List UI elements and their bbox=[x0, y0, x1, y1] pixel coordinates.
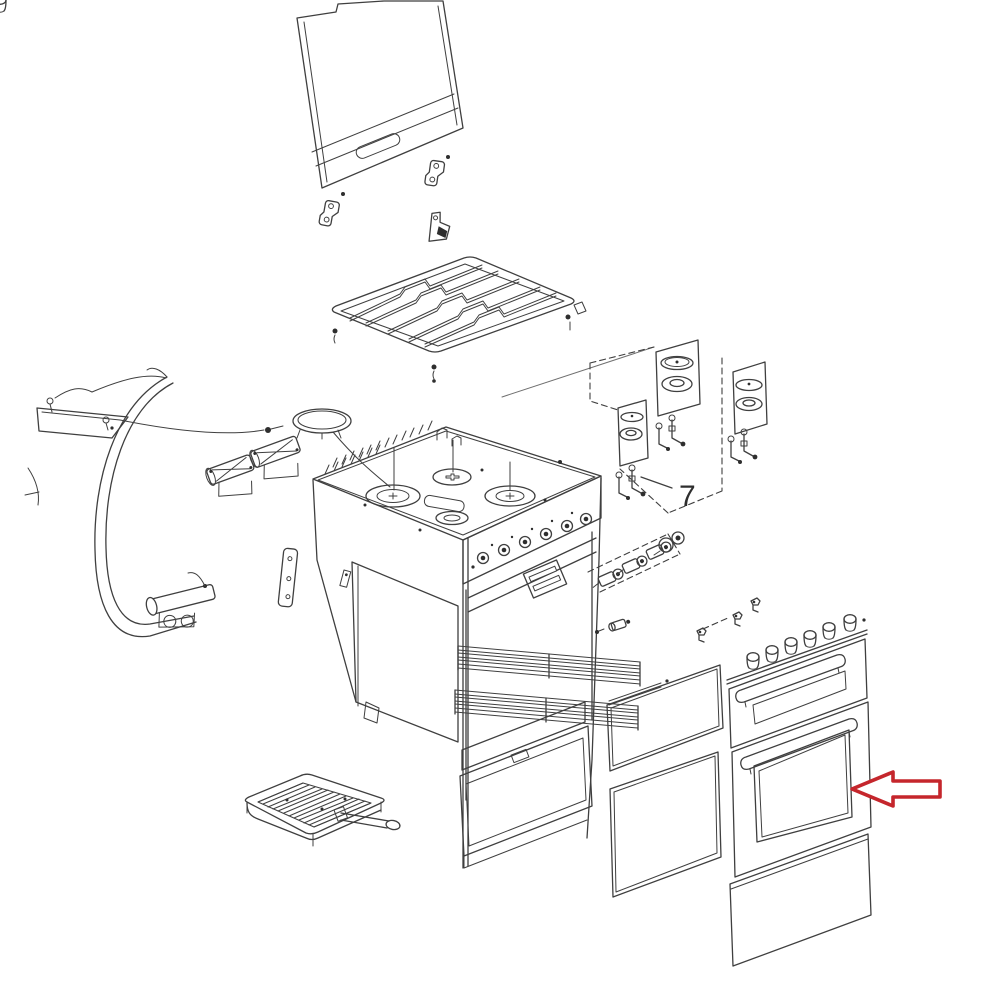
glass-lid bbox=[296, 0, 464, 196]
grill-pan-handle bbox=[333, 806, 401, 831]
pan-support-grid bbox=[331, 256, 587, 383]
oven-door bbox=[731, 701, 872, 878]
thermostat-sensor bbox=[595, 618, 631, 634]
grill-door bbox=[728, 638, 868, 749]
oven-bottom-vent bbox=[461, 701, 586, 771]
hob-burner-caps-and-heads bbox=[501, 339, 768, 514]
lid-hinges bbox=[318, 159, 451, 242]
oven-shelves bbox=[454, 645, 641, 731]
oven-door-handle bbox=[740, 717, 858, 771]
control-knobs bbox=[0, 0, 857, 670]
lower-drawer-panel bbox=[459, 725, 593, 869]
part-number-label: 7 bbox=[679, 480, 696, 513]
ignition-pack bbox=[653, 531, 685, 556]
terminal-block bbox=[522, 559, 568, 599]
cooker-chassis-hob bbox=[312, 420, 602, 869]
spark-electrode-plate bbox=[24, 375, 284, 506]
inner-door-glass-panels bbox=[606, 664, 724, 898]
bottom-fascia-panel bbox=[729, 833, 872, 967]
auxiliary-hob-burners bbox=[205, 435, 301, 497]
grill-pan bbox=[244, 773, 401, 847]
ignition-lead bbox=[94, 367, 197, 638]
callout-leader bbox=[640, 476, 673, 489]
grill-door-handle bbox=[735, 653, 846, 704]
gas-valves bbox=[587, 531, 685, 593]
oven-door-assembly bbox=[0, 0, 872, 967]
lid-latch bbox=[428, 211, 451, 242]
oven-door-window bbox=[753, 729, 853, 843]
diagram-art: 7 bbox=[0, 0, 942, 967]
side-bracket bbox=[277, 547, 299, 608]
grill-burner bbox=[145, 572, 216, 628]
hotplate-disc bbox=[292, 408, 391, 488]
valve-shafts bbox=[471, 511, 593, 569]
burner-injectors bbox=[615, 414, 758, 500]
pointer-arrow bbox=[850, 770, 942, 808]
fixing-screws bbox=[696, 597, 866, 643]
